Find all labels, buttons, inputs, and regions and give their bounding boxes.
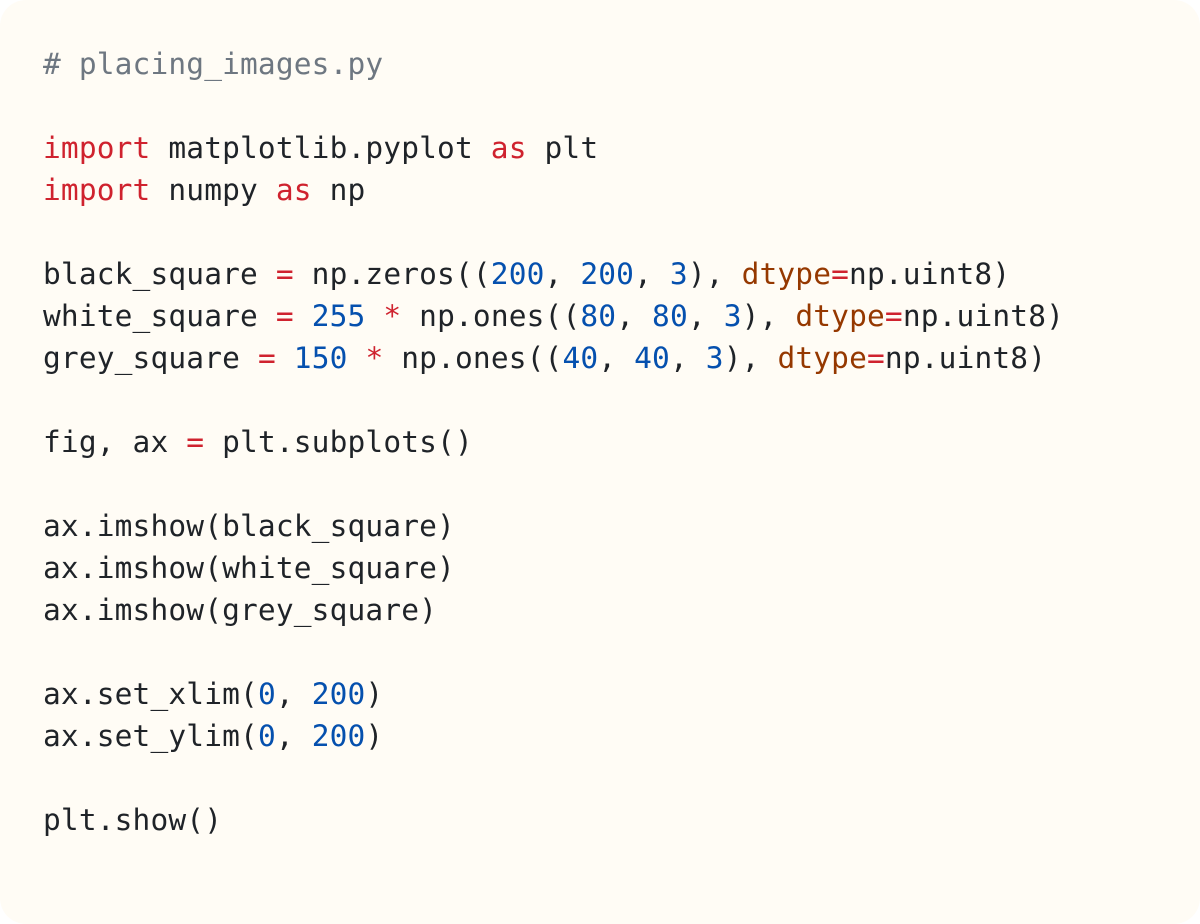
- code-token-kw: import: [43, 173, 151, 207]
- code-token-num: 200: [490, 257, 545, 291]
- code-line: ax.set_ylim(0, 200): [43, 715, 1064, 757]
- code-line: grey_square = 150 * np.ones((40, 40, 3),…: [43, 337, 1064, 379]
- code-token-arg: dtype: [777, 341, 867, 375]
- code-line: import numpy as np: [43, 169, 1064, 211]
- blank-line: [43, 631, 1064, 673]
- code-token-tx: ),: [687, 257, 742, 291]
- code-token-tx: ,: [634, 257, 670, 291]
- code-token-op: =: [867, 341, 885, 375]
- code-line: black_square = np.zeros((200, 200, 3), d…: [43, 253, 1064, 295]
- code-token-num: 0: [257, 677, 276, 711]
- code-line: ax.set_xlim(0, 200): [43, 673, 1064, 715]
- code-token-tx: ,: [544, 257, 581, 291]
- code-token-num: 200: [311, 677, 366, 711]
- code-token-num: 0: [257, 719, 276, 753]
- code-token-num: 200: [311, 719, 366, 753]
- code-token-op: *: [383, 299, 402, 333]
- code-token-tx: ax.set_xlim(: [43, 677, 258, 711]
- code-block[interactable]: # placing_images.py import matplotlib.py…: [43, 43, 1064, 841]
- code-token-num: 80: [580, 299, 617, 333]
- code-token-num: 3: [705, 341, 724, 375]
- code-token-tx: numpy: [150, 173, 276, 207]
- code-token-tx: white_square: [43, 299, 276, 333]
- code-token-tx: np.uint8): [849, 257, 1011, 291]
- code-token-num: 255: [311, 299, 366, 333]
- code-token-arg: dtype: [741, 257, 832, 291]
- code-token-op: =: [275, 299, 294, 333]
- code-token-tx: ,: [275, 677, 312, 711]
- code-token-tx: np.ones((: [383, 341, 563, 375]
- code-token-tx: [348, 341, 366, 375]
- blank-line: [43, 757, 1064, 799]
- code-token-tx: ax.imshow(black_square): [43, 509, 455, 543]
- code-token-num: 3: [669, 257, 688, 291]
- code-token-arg: dtype: [795, 299, 885, 333]
- code-token-tx: black_square: [43, 257, 276, 291]
- code-token-tx: grey_square: [43, 341, 258, 375]
- code-token-tx: [276, 341, 294, 375]
- code-line: fig, ax = plt.subplots(): [43, 421, 1064, 463]
- code-token-tx: ): [365, 677, 384, 711]
- code-token-op: =: [831, 257, 850, 291]
- code-token-op: =: [257, 341, 276, 375]
- code-token-cm: # placing_images.py: [43, 47, 384, 81]
- code-token-tx: plt.subplots(): [204, 425, 473, 459]
- code-token-kw: as: [275, 173, 312, 207]
- code-token-tx: [294, 299, 312, 333]
- code-token-tx: ,: [275, 719, 312, 753]
- code-token-op: =: [275, 257, 294, 291]
- code-token-tx: ,: [598, 341, 635, 375]
- code-line: # placing_images.py: [43, 43, 1064, 85]
- blank-line: [43, 463, 1064, 505]
- code-token-tx: ,: [669, 341, 706, 375]
- code-token-tx: np.zeros((: [293, 257, 491, 291]
- code-token-tx: ,: [687, 299, 724, 333]
- code-line: plt.show(): [43, 799, 1064, 841]
- code-token-tx: ): [365, 719, 384, 753]
- code-token-op: *: [365, 341, 384, 375]
- code-token-tx: fig, ax: [43, 425, 187, 459]
- code-token-tx: plt: [526, 131, 599, 165]
- code-token-kw: as: [490, 131, 527, 165]
- code-token-num: 40: [634, 341, 670, 375]
- code-token-num: 200: [580, 257, 635, 291]
- code-line: white_square = 255 * np.ones((80, 80, 3)…: [43, 295, 1064, 337]
- code-line: ax.imshow(black_square): [43, 505, 1064, 547]
- code-line: import matplotlib.pyplot as plt: [43, 127, 1064, 169]
- code-token-tx: [365, 299, 383, 333]
- code-token-tx: ),: [723, 341, 778, 375]
- code-token-num: 150: [293, 341, 348, 375]
- code-line: ax.imshow(grey_square): [43, 589, 1064, 631]
- code-token-tx: np: [311, 173, 366, 207]
- code-token-tx: ax.imshow(grey_square): [43, 593, 438, 627]
- blank-line: [43, 379, 1064, 421]
- code-token-tx: np.ones((: [401, 299, 581, 333]
- code-token-tx: ,: [616, 299, 653, 333]
- code-token-tx: plt.show(): [43, 803, 223, 837]
- code-token-tx: ),: [741, 299, 796, 333]
- blank-line: [43, 211, 1064, 253]
- code-token-kw: import: [43, 131, 151, 165]
- code-token-tx: ax.set_ylim(: [43, 719, 258, 753]
- code-line: ax.imshow(white_square): [43, 547, 1064, 589]
- code-token-op: =: [186, 425, 205, 459]
- code-token-num: 3: [723, 299, 742, 333]
- code-token-num: 40: [562, 341, 599, 375]
- code-token-tx: ax.imshow(white_square): [43, 551, 455, 585]
- code-token-tx: matplotlib.pyplot: [150, 131, 491, 165]
- code-token-num: 80: [652, 299, 688, 333]
- code-token-op: =: [884, 299, 903, 333]
- code-token-tx: np.uint8): [884, 341, 1047, 375]
- code-token-tx: np.uint8): [902, 299, 1065, 333]
- blank-line: [43, 85, 1064, 127]
